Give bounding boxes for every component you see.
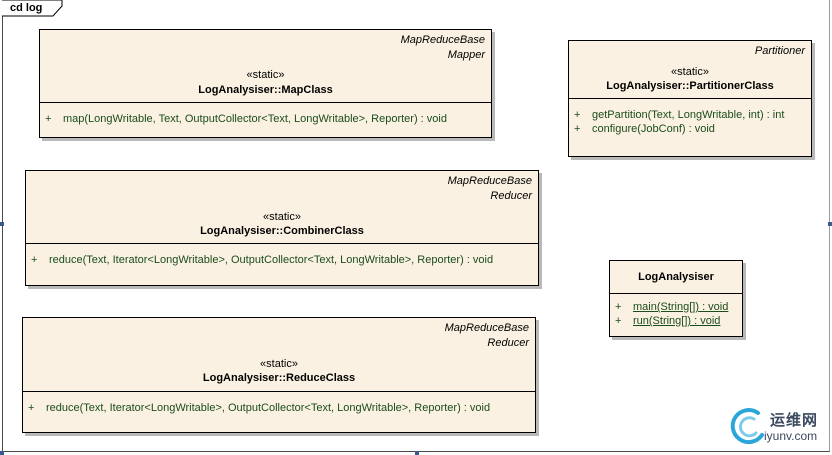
class-header: MapReduceBase Reducer «static» LogAnalys… bbox=[26, 171, 538, 243]
class-header: MapReduceBase Mapper «static» LogAnalysi… bbox=[40, 30, 491, 102]
static-stereotype: «static» bbox=[260, 358, 298, 370]
class-reduce[interactable]: MapReduceBase Reducer «static» LogAnalys… bbox=[22, 317, 536, 433]
class-name: LogAnalysiser::MapClass bbox=[198, 84, 333, 96]
stereotype-line: MapReduceBase bbox=[447, 175, 532, 187]
visibility-marker: + bbox=[615, 301, 622, 313]
frame-resize-handle[interactable] bbox=[415, 451, 419, 455]
operations-compartment: + map(LongWritable, Text, OutputCollecto… bbox=[40, 102, 491, 139]
class-name: LogAnalysiser::CombinerClass bbox=[200, 225, 364, 237]
visibility-marker: + bbox=[31, 254, 38, 266]
stereotype-line: Mapper bbox=[447, 49, 485, 61]
frame-resize-handle[interactable] bbox=[0, 222, 4, 226]
class-loganalysiser[interactable]: LogAnalysiser + main(String[]) : void + … bbox=[609, 260, 743, 337]
class-header: MapReduceBase Reducer «static» LogAnalys… bbox=[23, 318, 535, 391]
class-name: LogAnalysiser::ReduceClass bbox=[202, 372, 356, 384]
operation-signature: reduce(Text, Iterator<LongWritable>, Out… bbox=[49, 254, 494, 266]
class-combiner[interactable]: MapReduceBase Reducer «static» LogAnalys… bbox=[25, 170, 539, 286]
class-header: Partitioner «static» LogAnalysiser::Part… bbox=[569, 41, 811, 98]
static-stereotype: «static» bbox=[263, 211, 301, 223]
operation-signature: main(String[]) : void bbox=[633, 301, 729, 313]
frame-resize-handle[interactable] bbox=[0, 451, 4, 455]
visibility-marker: + bbox=[615, 315, 622, 327]
class-name: LogAnalysiser bbox=[638, 271, 714, 283]
operations-compartment: + reduce(Text, Iterator<LongWritable>, O… bbox=[26, 243, 538, 286]
operation-signature: run(String[]) : void bbox=[633, 315, 721, 327]
class-partitioner[interactable]: Partitioner «static» LogAnalysiser::Part… bbox=[568, 40, 812, 157]
watermark-logo-icon bbox=[730, 408, 764, 445]
static-stereotype: «static» bbox=[246, 69, 285, 81]
operations-compartment: + reduce(Text, Iterator<LongWritable>, O… bbox=[23, 391, 535, 433]
visibility-marker: + bbox=[28, 402, 35, 414]
stereotype-labels: MapReduceBase Reducer bbox=[448, 174, 532, 204]
frame-label: cd log bbox=[10, 2, 43, 14]
watermark: 运维网 iyunv.com bbox=[728, 405, 828, 449]
visibility-marker: + bbox=[45, 113, 52, 125]
operations-compartment: + getPartition(Text, LongWritable, int) … bbox=[569, 98, 811, 157]
frame-tab-shape bbox=[2, 0, 63, 17]
stereotype-line: Reducer bbox=[487, 337, 529, 349]
class-map[interactable]: MapReduceBase Mapper «static» LogAnalysi… bbox=[39, 29, 492, 138]
stereotype-labels: Partitioner bbox=[755, 44, 805, 59]
visibility-marker: + bbox=[574, 123, 581, 135]
stereotype-labels: MapReduceBase Reducer bbox=[445, 321, 529, 351]
operation-signature: configure(JobConf) : void bbox=[592, 123, 715, 135]
class-header: LogAnalysiser bbox=[610, 261, 742, 293]
watermark-text: 运维网 bbox=[770, 412, 819, 429]
frame-resize-handle[interactable] bbox=[828, 222, 832, 226]
stereotype-line: MapReduceBase bbox=[400, 34, 485, 46]
watermark-url: iyunv.com bbox=[764, 429, 818, 443]
static-stereotype: «static» bbox=[671, 66, 709, 78]
operations-compartment: + main(String[]) : void + run(String[]) … bbox=[610, 293, 742, 337]
stereotype-labels: MapReduceBase Mapper bbox=[401, 33, 485, 63]
stereotype-line: Partitioner bbox=[754, 45, 805, 57]
stereotype-line: MapReduceBase bbox=[444, 322, 529, 334]
operation-signature: reduce(Text, Iterator<LongWritable>, Out… bbox=[46, 402, 491, 414]
visibility-marker: + bbox=[574, 109, 581, 121]
class-name: LogAnalysiser::PartitionerClass bbox=[606, 80, 774, 92]
frame-tab: cd log bbox=[2, 0, 63, 17]
stereotype-line: Reducer bbox=[490, 190, 532, 202]
operation-signature: map(LongWritable, Text, OutputCollector<… bbox=[63, 113, 447, 125]
operation-signature: getPartition(Text, LongWritable, int) : … bbox=[592, 109, 785, 121]
